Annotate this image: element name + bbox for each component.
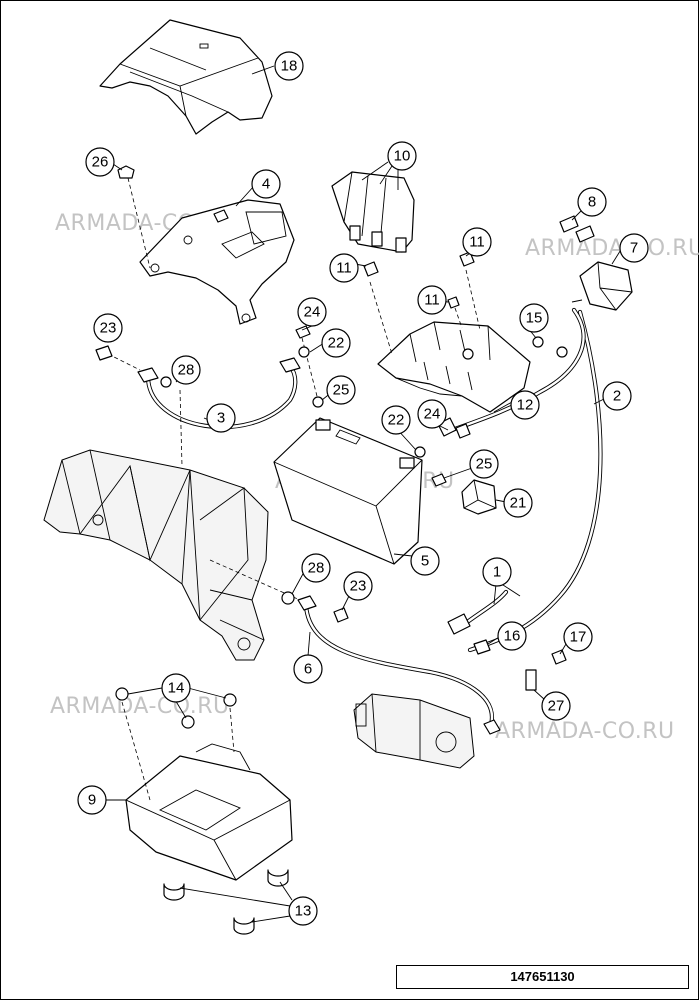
fuse-part-8 [559,215,595,243]
callout-14: 14 [161,673,191,703]
callout-6-label: 6 [304,661,312,678]
callout-25-top-label: 25 [333,382,350,399]
callout-28-bottom: 28 [301,553,331,583]
callout-7: 7 [619,233,649,263]
watermark-2: ARMADA-CO.RU [525,236,699,261]
callout-11-left-label: 11 [336,260,352,277]
callout-5-label: 5 [421,553,429,570]
callout-21: 21 [503,488,533,518]
callout-10-label: 10 [394,148,411,165]
callout-26-label: 26 [92,154,109,171]
callout-28-top-label: 28 [178,362,195,379]
callout-13-label: 13 [295,903,312,920]
callout-9: 9 [77,785,107,815]
callout-11-right-label: 11 [469,234,485,251]
callout-1: 1 [482,557,512,587]
callout-8: 8 [577,187,607,217]
callout-18: 18 [274,51,304,81]
callout-11-right: 11 [462,227,492,257]
callout-18-label: 18 [281,58,298,75]
callout-25-top: 25 [326,375,356,405]
starter-motor [353,693,475,769]
callout-6: 6 [293,654,323,684]
callout-24-middle-label: 24 [424,406,441,423]
rubber-dampers-part-13 [163,869,289,935]
callout-25-middle: 25 [469,449,499,479]
callout-5: 5 [410,546,440,576]
battery-cover-part-18 [99,19,273,135]
cable-part-3 [95,345,301,467]
callout-23-bottom-label: 23 [350,578,367,595]
callout-2: 2 [602,381,632,411]
callout-8-label: 8 [588,194,596,211]
callout-22-top-label: 22 [328,335,345,352]
callout-12: 12 [510,390,540,420]
callout-24-top-label: 24 [304,304,321,321]
callout-9-label: 9 [88,792,96,809]
callout-16: 16 [497,621,527,651]
callout-11-middle: 11 [417,285,447,315]
relay-block-part-10 [331,171,415,253]
callout-23-top: 23 [93,313,123,343]
callout-28-top: 28 [171,355,201,385]
callout-17: 17 [563,622,593,652]
screws-part-15 [532,336,568,358]
callout-7-label: 7 [630,240,638,257]
callout-22-middle-label: 22 [388,412,405,429]
callout-24-top: 24 [297,297,327,327]
callout-26: 26 [85,147,115,177]
watermark-5: ARMADA-CO.RU [495,719,675,744]
callout-27-label: 27 [548,698,565,715]
callout-23-top-label: 23 [100,320,117,337]
starter-relay-part-7 [571,261,633,311]
callout-14-label: 14 [168,680,185,697]
watermark-4: ARMADA-CO.RU [50,694,230,719]
callout-28-bottom-label: 28 [308,560,325,577]
callout-25-middle-label: 25 [476,456,493,473]
motorcycle-frame [43,449,301,661]
fuse-box-holder [363,251,531,413]
callout-3: 3 [206,403,236,433]
terminal-cover-part-21 [461,479,497,515]
bracket-part-4 [117,165,295,325]
callout-23-bottom: 23 [343,571,373,601]
callout-24-middle: 24 [417,399,447,429]
callout-17-label: 17 [570,629,587,646]
battery-terminal-hardware [295,325,447,487]
callout-27: 27 [541,691,571,721]
callout-10: 10 [387,141,417,171]
callout-22-top: 22 [321,328,351,358]
callout-3-label: 3 [217,410,225,427]
callout-2-label: 2 [613,388,621,405]
callout-4: 4 [251,169,281,199]
callout-22-middle: 22 [381,405,411,435]
callout-15: 15 [519,303,549,333]
cable-part-6 [281,591,501,735]
callout-15-label: 15 [526,310,543,327]
battery-tray-part-9 [115,687,293,881]
callout-1-label: 1 [493,564,501,581]
callout-4-label: 4 [262,176,270,193]
callout-11-middle-label: 11 [424,292,440,309]
battery-part-5 [273,417,423,565]
watermarks: ARMADA-CO.RU ARMADA-CO.RU ARMADA-CO.RU A… [50,211,699,744]
callout-21-label: 21 [510,495,527,512]
cable-part-1 [447,589,567,691]
callout-13: 13 [288,896,318,926]
callout-12-label: 12 [517,397,534,414]
reference-number: 147651130 [396,965,689,989]
callout-11-left: 11 [329,253,359,283]
callout-16-label: 16 [504,628,521,645]
